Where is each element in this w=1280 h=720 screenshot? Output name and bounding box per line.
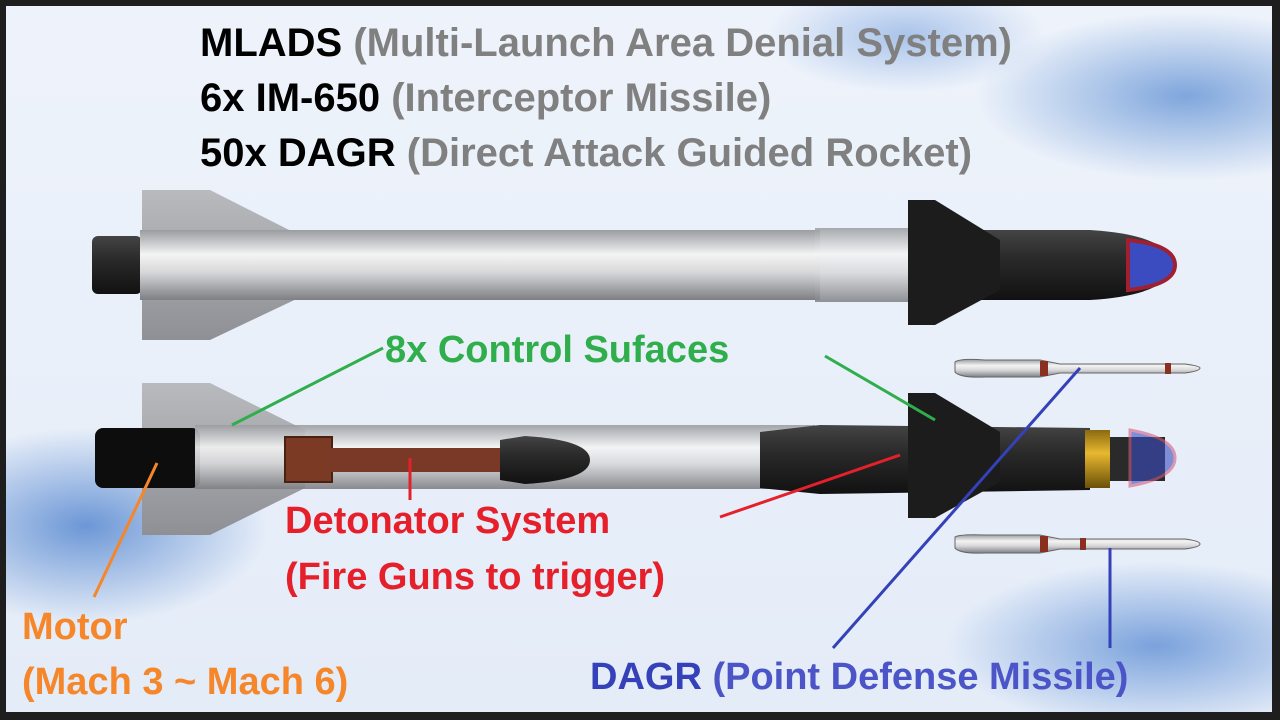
- motor-label-line1: Motor: [22, 606, 128, 648]
- nose-cone: [962, 230, 1172, 300]
- gold-band: [1085, 430, 1110, 488]
- motor-section: [95, 428, 200, 488]
- dagr-label-key: DAGR: [590, 656, 702, 698]
- title-line-dagr: 50x DAGR (Direct Attack Guided Rocket): [200, 131, 972, 176]
- detonator-rod: [330, 448, 505, 472]
- canard-fins: [908, 200, 1000, 325]
- dagr-rocket-top: [954, 358, 1201, 378]
- title-key: 50x DAGR: [200, 131, 396, 175]
- interceptor-missile-cutaway: [95, 383, 1177, 535]
- detonator-label-line1: Detonator System: [285, 500, 611, 542]
- missile-illustration: [92, 190, 1201, 649]
- diagram-canvas: MLADS (Multi-Launch Area Denial System) …: [6, 6, 1272, 712]
- detonator-box: [284, 436, 333, 483]
- interceptor-missile-exterior: [92, 190, 1178, 340]
- title-desc: (Interceptor Missile): [391, 76, 772, 120]
- title-desc: (Direct Attack Guided Rocket): [406, 131, 973, 175]
- title-key: MLADS: [200, 21, 343, 65]
- detonator-charge: [500, 436, 590, 484]
- motor-nozzle: [92, 236, 142, 294]
- control-surfaces-leader-left: [231, 346, 384, 427]
- title-desc: (Multi-Launch Area Denial System): [353, 21, 1012, 65]
- control-surfaces-label: 8x Control Sufaces: [385, 329, 730, 371]
- motor-leader: [92, 462, 159, 598]
- seeker-dome: [1126, 237, 1178, 293]
- dagr-label-desc: (Point Defense Missile): [712, 656, 1129, 698]
- dagr-rocket-bottom: [954, 534, 1201, 554]
- title-key: 6x IM-650: [200, 76, 381, 120]
- title-line-im650: 6x IM-650 (Interceptor Missile): [200, 76, 771, 121]
- detonator-label-line2: (Fire Guns to trigger): [285, 556, 665, 598]
- missile-body: [140, 230, 820, 300]
- control-surfaces-leader-right: [824, 354, 936, 422]
- seeker-dome: [1128, 428, 1177, 488]
- dagr-label: DAGR (Point Defense Missile): [590, 656, 1128, 699]
- detonator-leader-right: [719, 453, 901, 519]
- motor-label-line2: (Mach 3 ~ Mach 6): [22, 661, 349, 703]
- dagr-leader-left: [831, 367, 1082, 649]
- title-line-mlads: MLADS (Multi-Launch Area Denial System): [200, 21, 1012, 66]
